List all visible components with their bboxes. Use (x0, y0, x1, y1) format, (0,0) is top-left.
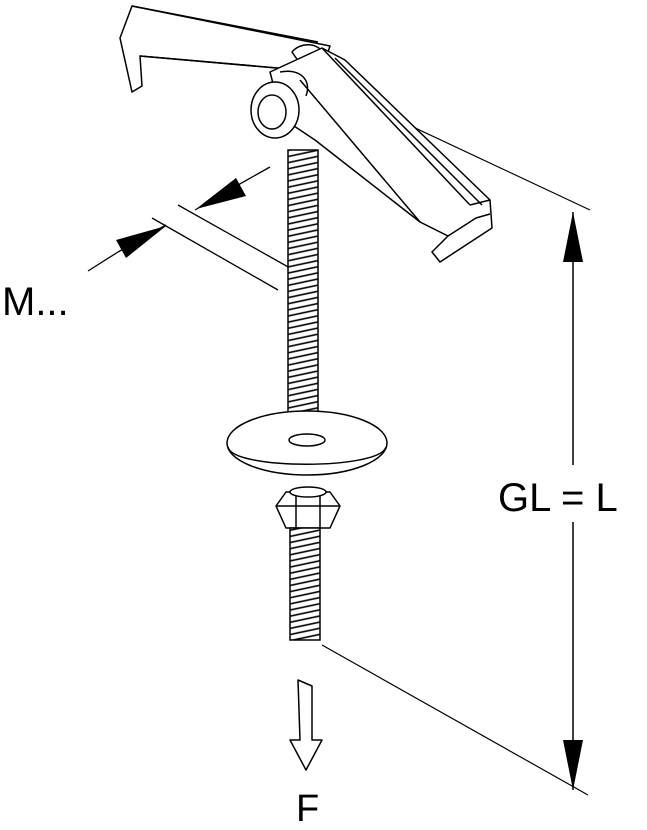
diameter-arrow-left (116, 226, 166, 258)
diameter-dimension (87, 166, 291, 291)
toggle-arm (269, 47, 493, 263)
hex-nut (275, 486, 341, 529)
diameter-label: M... (2, 280, 69, 324)
force-label: F (296, 788, 320, 830)
pivot-rivet (250, 70, 309, 139)
threaded-rod-upper (287, 149, 319, 443)
diameter-arrow-right (196, 178, 246, 209)
force-arrow (289, 679, 323, 771)
length-arrow-up (563, 212, 583, 262)
washer (226, 410, 388, 476)
length-dimension (563, 212, 583, 790)
threaded-rod-lower (289, 527, 321, 641)
length-label: GL = L (498, 476, 618, 520)
length-arrow-down (563, 740, 583, 790)
